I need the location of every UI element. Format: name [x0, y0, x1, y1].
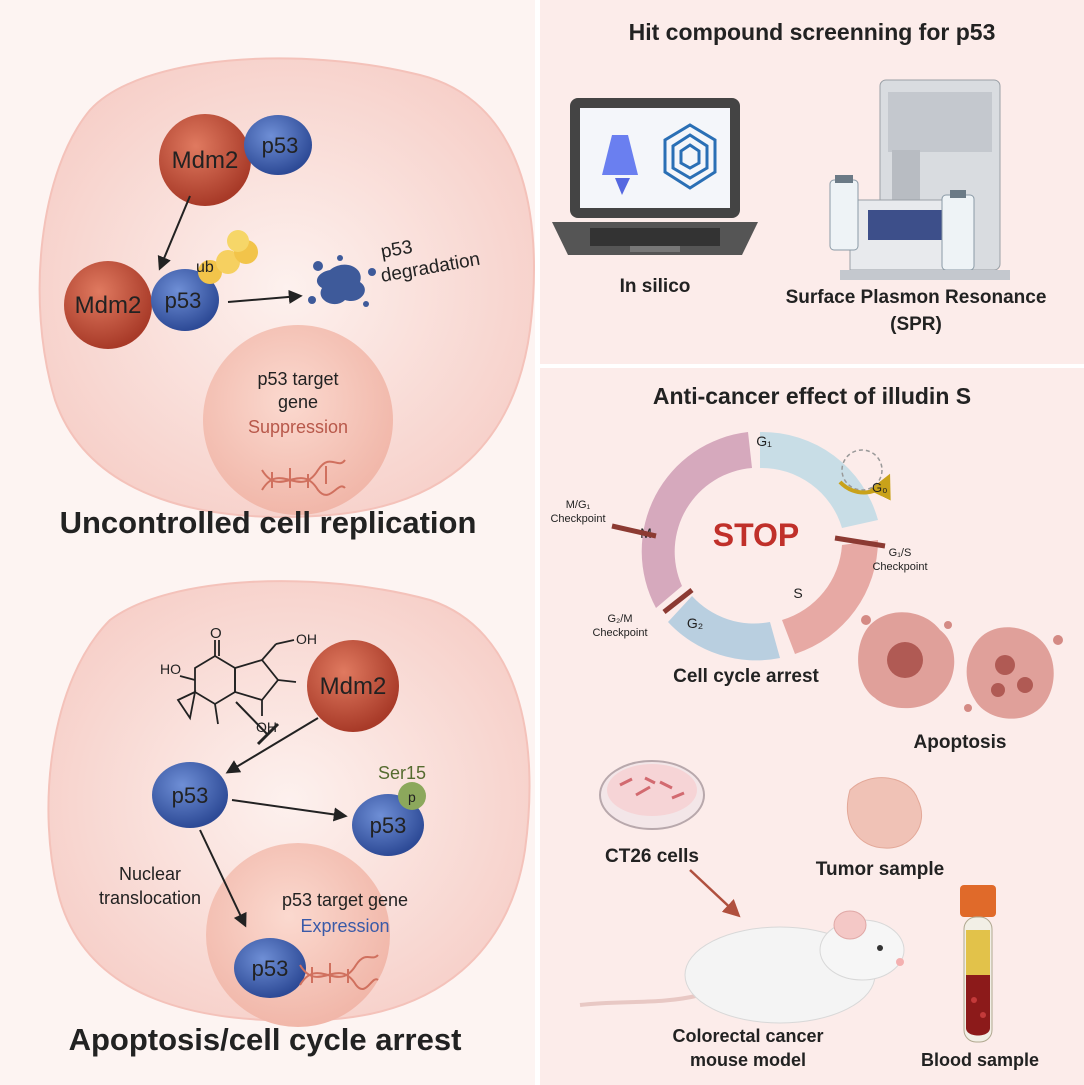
g2-m-line2: Checkpoint: [592, 627, 647, 639]
g2-label: G₂: [687, 615, 703, 631]
nucleus-top: [203, 325, 393, 515]
nuclear-line1: Nuclear: [119, 864, 181, 884]
top-left-section: p53 target gene Suppression Mdm2 p53 Mdm…: [38, 57, 535, 540]
p53-nucleus-blob: [234, 938, 306, 998]
p53-top-blob: [244, 115, 312, 175]
nucleus-bottom-line1: p53 target gene: [282, 890, 408, 910]
dna-bottom-icon: [299, 954, 379, 990]
arrow-ct26-to-mouse: [689, 869, 741, 918]
g1-s-line1: G₁/S: [889, 547, 912, 559]
apoptotic-cell-1-icon: [858, 612, 955, 709]
nuclear-line2: translocation: [99, 888, 201, 908]
top-right-section: Hit compound screenning for p53 In silic…: [552, 19, 1046, 335]
spr-instrument-icon: [829, 79, 1010, 280]
mdm2-top-label: Mdm2: [172, 147, 239, 174]
p53-bl-label: p53: [172, 783, 209, 808]
molecule-o-label: O: [210, 625, 222, 642]
mouse-line1: Colorectal cancer: [672, 1026, 823, 1046]
arrow-mdm2-to-ub: [157, 195, 191, 271]
arrow-nuclear-translocation: [199, 829, 247, 928]
blood-label: Blood sample: [921, 1050, 1039, 1070]
mdm2-bottom-blob: [64, 261, 152, 349]
inhibition-line: [235, 701, 269, 736]
mdm2-top-blob: [159, 114, 251, 206]
cell-membrane-bottom: [47, 580, 531, 1022]
p53-top-label: p53: [262, 133, 299, 158]
petri-dish-icon: [599, 760, 705, 830]
inhibition-bar: [256, 722, 280, 746]
in-silico-label: In silico: [620, 276, 691, 297]
degraded-p53-icon: [308, 255, 376, 307]
g2-phase-arc: [668, 596, 780, 661]
m-g1-checkpoint-bar: [611, 523, 657, 539]
phosphate-group: [398, 782, 426, 810]
g1-phase-arc: [760, 431, 878, 528]
stop-label: STOP: [713, 517, 800, 553]
expression-label: Expression: [300, 916, 389, 936]
suppression-label: Suppression: [248, 417, 348, 437]
p53-phospho-label: p53: [370, 813, 407, 838]
p53-phospho-blob: [352, 794, 424, 856]
p53-bottom-label: p53: [165, 288, 202, 313]
software-logo-2-icon: [663, 123, 717, 190]
anticancer-title: Anti-cancer effect of illudin S: [653, 383, 971, 409]
molecule-ho-label: HO: [160, 661, 181, 677]
bottom-left-section: p53 target gene Expression p53 O HO OH O…: [47, 580, 531, 1057]
p53-nucleus-label: p53: [252, 956, 289, 981]
spr-line2: (SPR): [890, 314, 942, 335]
g0-label: G₀: [872, 480, 888, 495]
g1-s-checkpoint-bar: [834, 535, 886, 549]
ser15-label: Ser15: [378, 763, 426, 783]
m-phase-arc: [641, 432, 752, 608]
g0-arrow: [838, 473, 891, 501]
mouse-line2: mouse model: [690, 1050, 806, 1070]
ub-label: ub: [196, 259, 214, 276]
mdm2-bl-label: Mdm2: [320, 673, 387, 700]
s-label: S: [793, 585, 802, 601]
caption-apoptosis: Apoptosis/cell cycle arrest: [69, 1022, 462, 1057]
g1-label: G₁: [756, 433, 772, 449]
mdm2-bottom-label: Mdm2: [75, 292, 142, 319]
p53-bl-blob: [152, 762, 228, 828]
molecule-oh-top-label: OH: [296, 631, 317, 647]
laptop-icon: [552, 98, 758, 255]
s-phase-arc: [782, 540, 878, 654]
arrow-to-phospho: [231, 799, 348, 822]
g0-loop: [841, 449, 883, 491]
p-label: p: [408, 789, 416, 805]
g2-m-checkpoint-bar: [662, 588, 694, 614]
tumor-icon: [846, 777, 923, 849]
spr-line1: Surface Plasmon Resonance: [786, 287, 1047, 308]
nucleus-top-line1: p53 target: [257, 369, 338, 389]
illudin-s-molecule: [176, 639, 297, 725]
mouse-icon: [579, 910, 905, 1024]
arrow-mdm2-to-p53: [225, 717, 319, 774]
arrow-to-degradation: [227, 289, 303, 304]
blood-tube-icon: [960, 885, 996, 1043]
ubiquitin-chain-icon: [198, 230, 258, 284]
cell-cycle-arrest-label: Cell cycle arrest: [673, 666, 819, 687]
apoptosis-label: Apoptosis: [914, 732, 1007, 753]
m-g1-line1: M/G₁: [566, 499, 591, 511]
dna-top-icon: [261, 459, 346, 496]
g2-m-line1: G₂/M: [607, 613, 632, 625]
screening-title: Hit compound screenning for p53: [629, 19, 996, 45]
tumor-label: Tumor sample: [816, 859, 944, 880]
cell-cycle-ring: [641, 431, 878, 661]
mdm2-bl-blob: [307, 640, 399, 732]
software-logo-1-icon: [602, 135, 638, 175]
ct26-label: CT26 cells: [605, 846, 699, 867]
p53-bottom-blob: [151, 269, 219, 331]
apoptotic-cell-2-icon: [964, 627, 1063, 719]
nucleus-top-line2: gene: [278, 392, 318, 412]
bottom-right-section: Anti-cancer effect of illudin S G₁ S G₂ …: [550, 383, 1063, 1070]
m-g1-line2: Checkpoint: [550, 513, 605, 525]
caption-uncontrolled: Uncontrolled cell replication: [60, 505, 477, 540]
g1-s-line2: Checkpoint: [872, 561, 927, 573]
